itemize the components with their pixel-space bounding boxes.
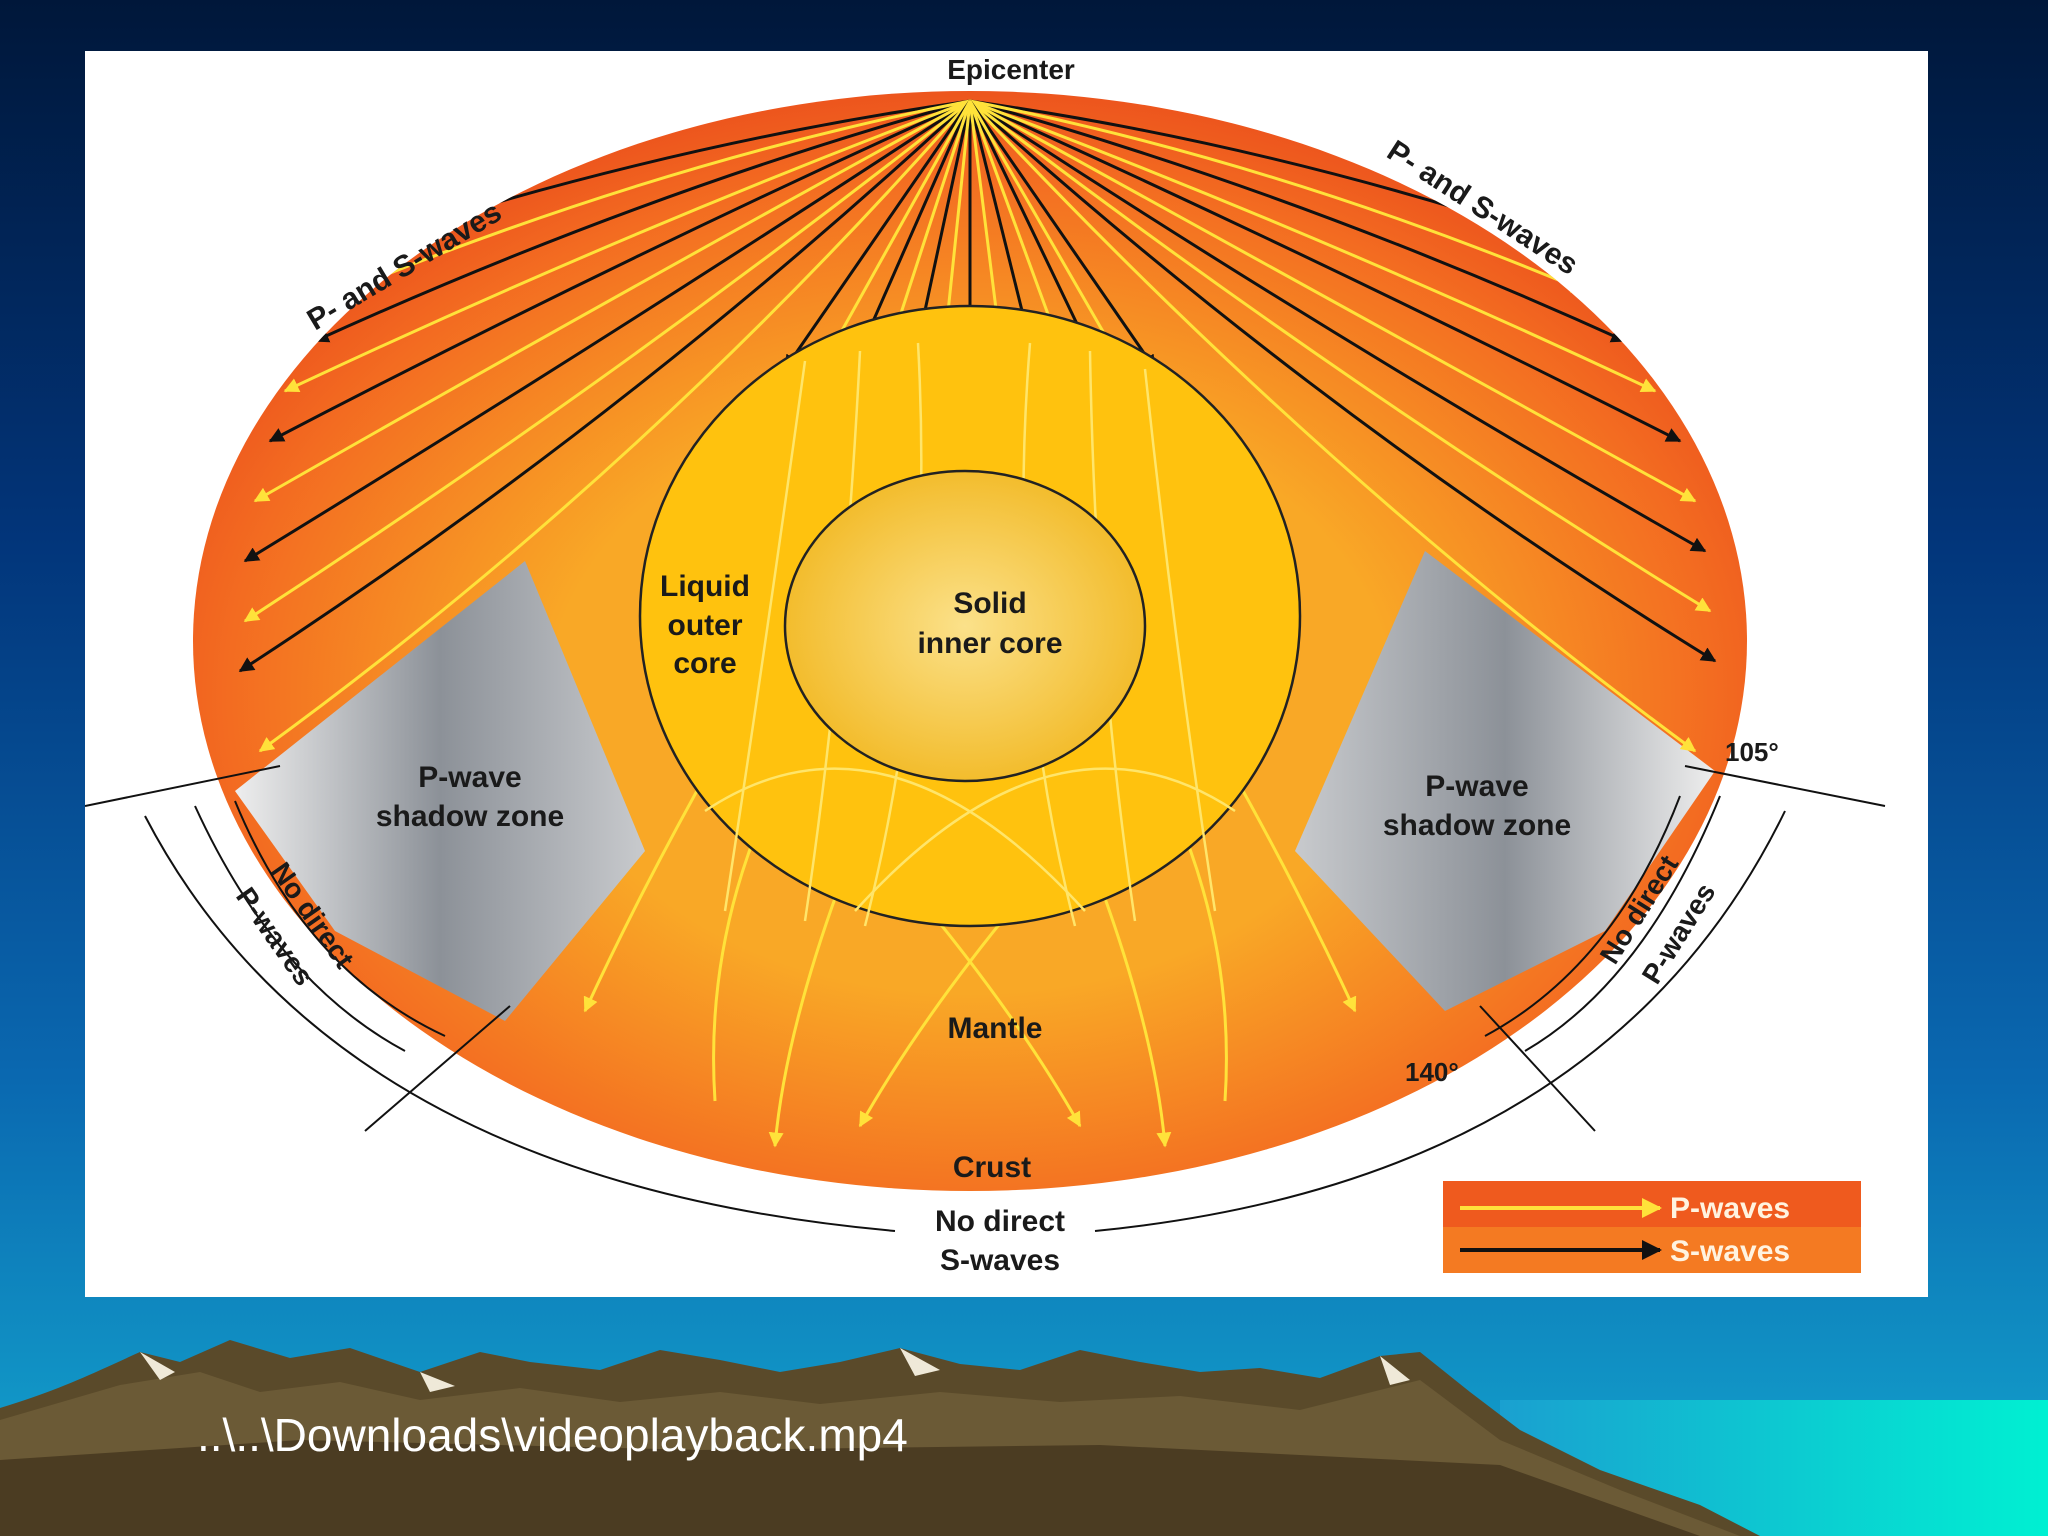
angle-140-label: 140° xyxy=(1405,1057,1459,1087)
outer-core-label-line3: core xyxy=(673,647,736,680)
inner-core-label-line1: Solid xyxy=(953,587,1026,620)
epicenter-label: Epicenter xyxy=(947,54,1075,85)
shadow-zone-left-label-line2: shadow zone xyxy=(376,800,564,833)
legend: P-waves S-waves xyxy=(1443,1181,1861,1273)
shadow-zone-right-label-line1: P-wave xyxy=(1425,770,1528,803)
legend-p-waves-label: P-waves xyxy=(1670,1192,1790,1225)
outer-core-label-line1: Liquid xyxy=(660,570,750,603)
video-file-link[interactable]: ..\..\Downloads\videoplayback.mp4 xyxy=(197,1409,908,1461)
legend-s-waves-label: S-waves xyxy=(1670,1235,1790,1268)
no-direct-s-label-line2: S-waves xyxy=(940,1244,1060,1277)
inner-core xyxy=(783,469,1147,783)
shadow-zone-left xyxy=(235,561,645,1021)
shadow-zone-left-label-line1: P-wave xyxy=(418,761,521,794)
shadow-zone-right-label-line2: shadow zone xyxy=(1383,809,1571,842)
outer-core-label-line2: outer xyxy=(668,609,743,642)
zone-marker-lines xyxy=(85,765,1886,1232)
inner-core-label-line2: inner core xyxy=(917,627,1062,660)
earth-interior-diagram: Epicenter P- and S-waves P- and S-waves … xyxy=(85,51,1928,1297)
seismic-rays xyxy=(238,99,1717,1148)
mantle-label: Mantle xyxy=(947,1012,1042,1045)
angle-105-label: 105° xyxy=(1725,737,1779,767)
crust-label: Crust xyxy=(953,1151,1031,1184)
no-direct-s-label-line1: No direct xyxy=(935,1205,1065,1238)
shadow-zone-right xyxy=(1295,551,1715,1011)
